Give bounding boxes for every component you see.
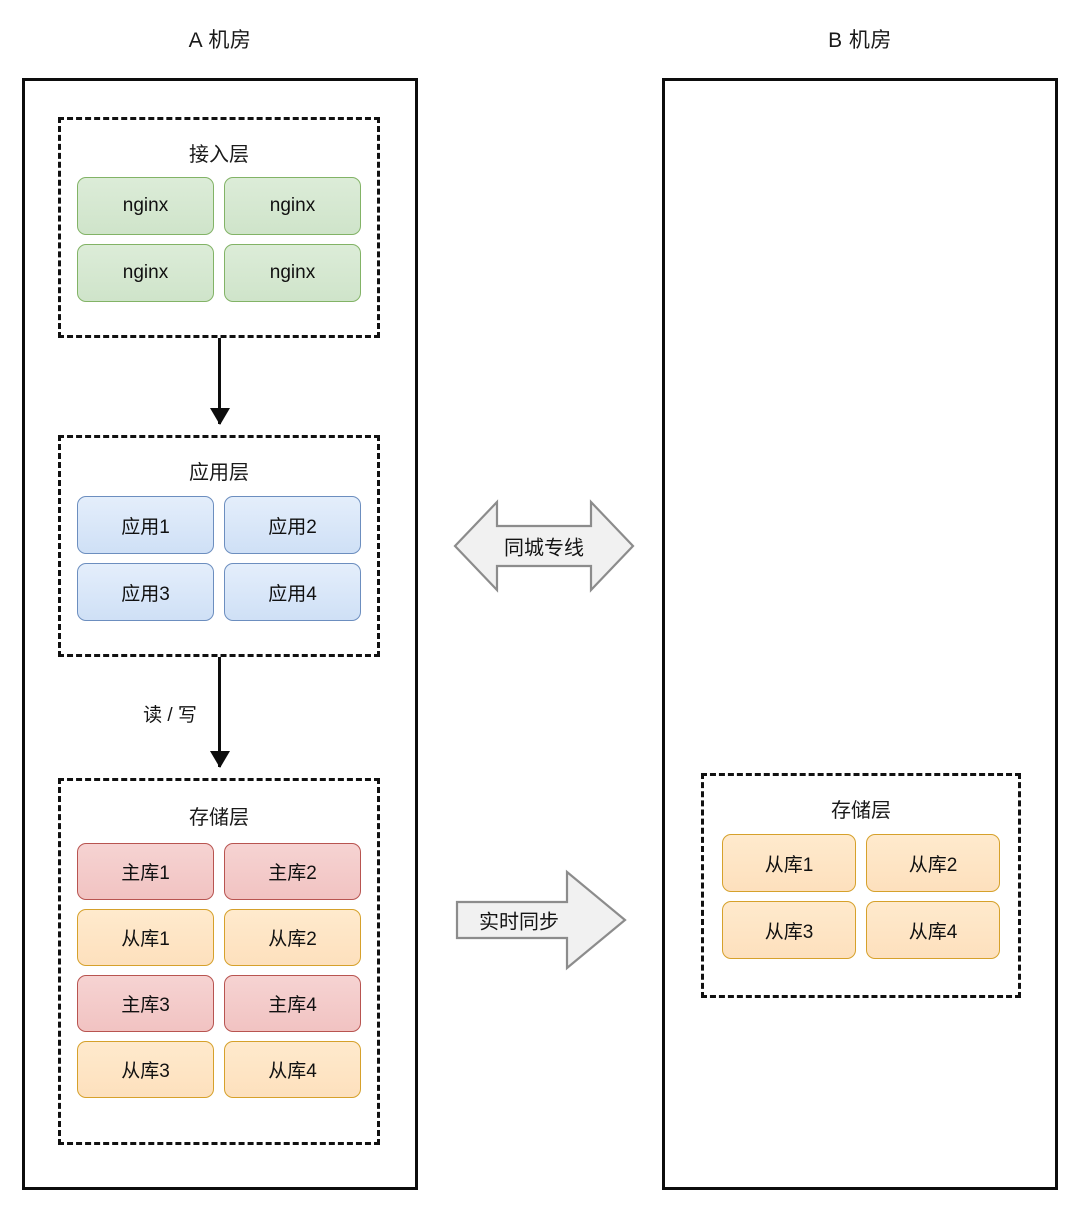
layer-app-a-nodes: 应用1 应用2 应用3 应用4 [77, 496, 361, 621]
node-master-1[interactable]: 主库1 [77, 843, 214, 900]
node-app-1[interactable]: 应用1 [77, 496, 214, 554]
node-app-2[interactable]: 应用2 [224, 496, 361, 554]
layer-storage-a-nodes: 主库1 主库2 从库1 从库2 主库3 主库4 从库3 从库4 [77, 843, 361, 1098]
node-slave-4[interactable]: 从库4 [866, 901, 1000, 959]
node-app-4[interactable]: 应用4 [224, 563, 361, 621]
arrow-app-to-storage-label: 读 / 写 [143, 705, 197, 726]
replication-arrow: 实时同步 [455, 868, 627, 972]
right-arrow-icon [455, 869, 627, 971]
datacenter-a-title: A 机房 [188, 29, 252, 52]
node-master-2[interactable]: 主库2 [224, 843, 361, 900]
node-slave-4[interactable]: 从库4 [224, 1041, 361, 1098]
layer-access-a-title: 接入层 [189, 144, 249, 166]
layer-app-a: 应用层 [58, 435, 380, 657]
layer-storage-a: 存储层 [58, 778, 380, 1145]
node-slave-3[interactable]: 从库3 [722, 901, 856, 959]
layer-access-a-nodes: nginx nginx nginx nginx [77, 177, 361, 302]
datacenter-b-frame [662, 78, 1058, 1190]
layer-storage-a-title: 存储层 [189, 807, 249, 829]
layer-storage-b-title: 存储层 [831, 800, 891, 822]
node-slave-2[interactable]: 从库2 [224, 909, 361, 966]
cross-dc-link-arrow: 同城专线 [452, 496, 636, 596]
replication-label: 实时同步 [479, 911, 559, 934]
node-slave-2[interactable]: 从库2 [866, 834, 1000, 892]
node-nginx[interactable]: nginx [224, 244, 361, 302]
arrow-app-to-storage [218, 657, 221, 767]
layer-storage-b-nodes: 从库1 从库2 从库3 从库4 [722, 834, 1000, 959]
layer-storage-b: 存储层 [701, 773, 1021, 998]
cross-dc-link-label: 同城专线 [504, 537, 584, 560]
node-nginx[interactable]: nginx [77, 177, 214, 235]
node-master-4[interactable]: 主库4 [224, 975, 361, 1032]
arrow-access-to-app [218, 338, 221, 424]
node-slave-3[interactable]: 从库3 [77, 1041, 214, 1098]
double-arrow-icon [453, 499, 635, 593]
datacenter-b-title: B 机房 [828, 29, 892, 52]
node-nginx[interactable]: nginx [77, 244, 214, 302]
node-slave-1[interactable]: 从库1 [77, 909, 214, 966]
node-nginx[interactable]: nginx [224, 177, 361, 235]
layer-access-a: 接入层 [58, 117, 380, 338]
node-slave-1[interactable]: 从库1 [722, 834, 856, 892]
node-master-3[interactable]: 主库3 [77, 975, 214, 1032]
layer-app-a-title: 应用层 [189, 462, 249, 484]
node-app-3[interactable]: 应用3 [77, 563, 214, 621]
